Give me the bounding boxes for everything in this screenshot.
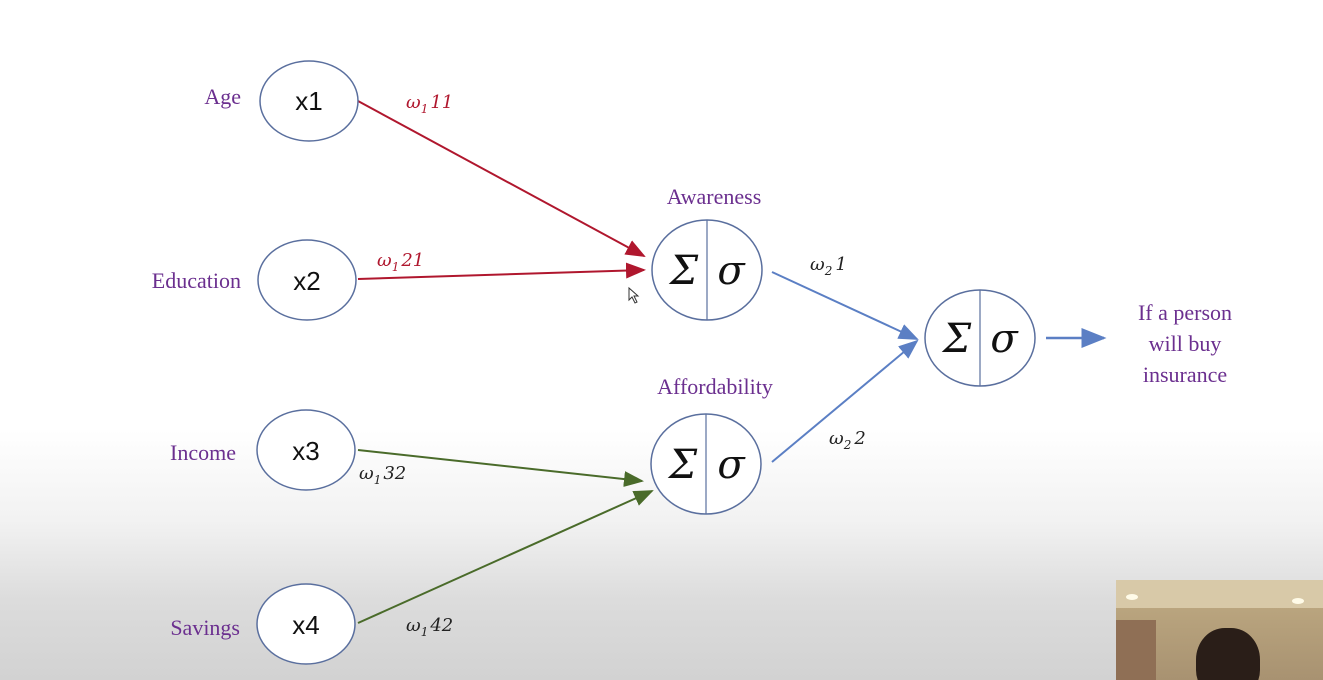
sigma-activation-symbol: σ [990, 316, 1019, 362]
hidden-node-affordability: Σ σ [650, 413, 762, 515]
edge-x3-affordability [357, 449, 644, 487]
edge-awareness-output [771, 271, 919, 340]
edge-x4-affordability [357, 490, 654, 624]
edge-x2-awareness [357, 262, 646, 280]
input-node-label: x4 [292, 610, 319, 640]
input-node-x1: x1 [259, 60, 359, 142]
input-node-x2: x2 [257, 239, 357, 321]
output-label-line-3: insurance [1143, 362, 1227, 387]
output-node: Σ σ [924, 289, 1036, 387]
output-label-line-2: will buy [1149, 331, 1222, 356]
mouse-cursor-icon [628, 286, 640, 304]
feature-label-income: Income [170, 440, 236, 465]
input-node-label: x3 [292, 436, 319, 466]
edge-x1-awareness [357, 100, 646, 257]
sigma-activation-symbol: σ [717, 442, 746, 488]
hidden-node-awareness: Σ σ [651, 219, 763, 321]
sigma-activation-symbol: σ [717, 248, 746, 294]
webcam-window [1116, 620, 1156, 680]
sum-symbol: Σ [667, 442, 698, 488]
input-node-x3: x3 [256, 409, 356, 491]
hidden-label-awareness: Awareness [667, 184, 762, 209]
sum-symbol: Σ [668, 248, 699, 294]
input-node-x4: x4 [256, 583, 356, 665]
webcam-overlay [1116, 580, 1323, 680]
feature-label-education: Education [152, 268, 241, 293]
feature-label-savings: Savings [170, 615, 240, 640]
feature-label-age: Age [204, 84, 241, 109]
input-node-label: x2 [293, 266, 320, 296]
hidden-label-affordability: Affordability [657, 374, 773, 399]
input-node-label: x1 [295, 86, 322, 116]
ceiling-light-icon [1292, 598, 1304, 604]
output-label-line-1: If a person [1138, 300, 1232, 325]
edge-affordability-output [771, 339, 919, 463]
sum-symbol: Σ [941, 316, 972, 362]
ceiling-light-icon [1126, 594, 1138, 600]
presenter-head [1196, 628, 1260, 680]
webcam-ceiling [1116, 580, 1323, 608]
